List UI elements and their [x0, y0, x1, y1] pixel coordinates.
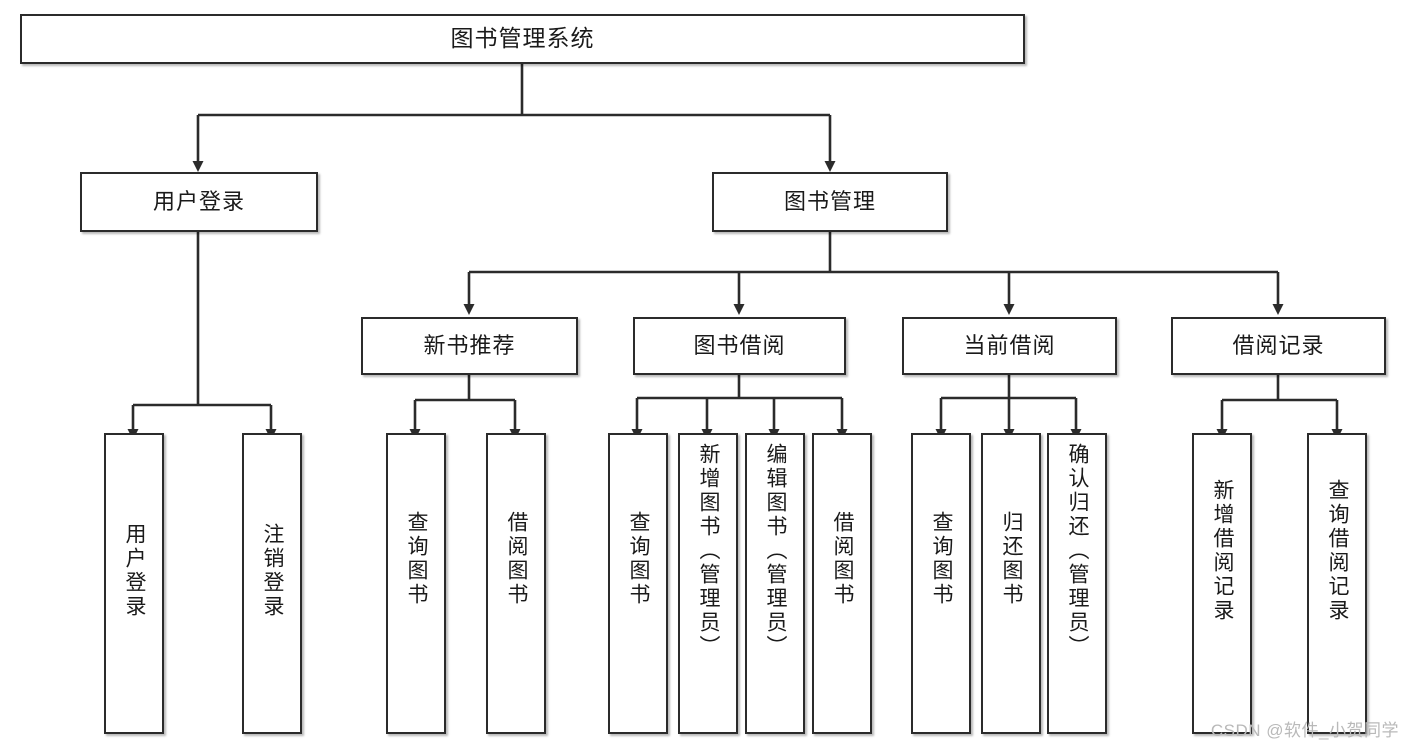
node-leaf-borrow-book-1[interactable]: 借阅图书 [486, 433, 546, 734]
node-leaf-add-record[interactable]: 新增借阅记录 [1192, 433, 1252, 734]
node-leaf-logout-label: 注销登录 [261, 523, 285, 619]
node-leaf-query-book-3-label: 查询图书 [930, 511, 954, 607]
node-current-borrow-label: 当前借阅 [963, 332, 1056, 358]
node-leaf-user-login-label: 用户登录 [123, 523, 147, 619]
node-new-book-recommend[interactable]: 新书推荐 [361, 317, 578, 375]
node-leaf-add-book[interactable]: 新增图书（管理员） [678, 433, 738, 734]
node-user-login[interactable]: 用户登录 [80, 172, 318, 232]
node-root[interactable]: 图书管理系统 [20, 14, 1025, 64]
node-leaf-confirm-return-label: 确认归还（管理员） [1066, 443, 1090, 659]
node-user-login-label: 用户登录 [152, 188, 245, 214]
node-leaf-borrow-book-2-label: 借阅图书 [831, 511, 855, 607]
node-leaf-add-book-label: 新增图书（管理员） [697, 443, 721, 659]
node-leaf-user-login[interactable]: 用户登录 [104, 433, 164, 734]
node-new-book-recommend-label: 新书推荐 [423, 332, 516, 358]
node-book-management-label: 图书管理 [783, 188, 876, 214]
node-current-borrow[interactable]: 当前借阅 [902, 317, 1117, 375]
node-leaf-logout[interactable]: 注销登录 [242, 433, 302, 734]
node-leaf-query-book-2[interactable]: 查询图书 [608, 433, 668, 734]
node-book-borrow[interactable]: 图书借阅 [633, 317, 846, 375]
node-leaf-confirm-return[interactable]: 确认归还（管理员） [1047, 433, 1107, 734]
node-leaf-query-book-3[interactable]: 查询图书 [911, 433, 971, 734]
node-leaf-query-record-label: 查询借阅记录 [1326, 479, 1350, 623]
node-leaf-query-record[interactable]: 查询借阅记录 [1307, 433, 1367, 734]
node-leaf-return-book[interactable]: 归还图书 [981, 433, 1041, 734]
node-leaf-query-book-1[interactable]: 查询图书 [386, 433, 446, 734]
node-leaf-return-book-label: 归还图书 [1000, 511, 1024, 607]
node-root-label: 图书管理系统 [450, 25, 595, 52]
node-book-management[interactable]: 图书管理 [712, 172, 948, 232]
node-borrow-record-label: 借阅记录 [1232, 332, 1325, 358]
node-leaf-borrow-book-2[interactable]: 借阅图书 [812, 433, 872, 734]
node-book-borrow-label: 图书借阅 [693, 332, 786, 358]
node-leaf-add-record-label: 新增借阅记录 [1211, 479, 1235, 623]
node-leaf-edit-book[interactable]: 编辑图书（管理员） [745, 433, 805, 734]
node-leaf-borrow-book-1-label: 借阅图书 [505, 511, 529, 607]
node-borrow-record[interactable]: 借阅记录 [1171, 317, 1386, 375]
node-leaf-edit-book-label: 编辑图书（管理员） [764, 443, 788, 659]
node-leaf-query-book-2-label: 查询图书 [627, 511, 651, 607]
node-leaf-query-book-1-label: 查询图书 [405, 511, 429, 607]
